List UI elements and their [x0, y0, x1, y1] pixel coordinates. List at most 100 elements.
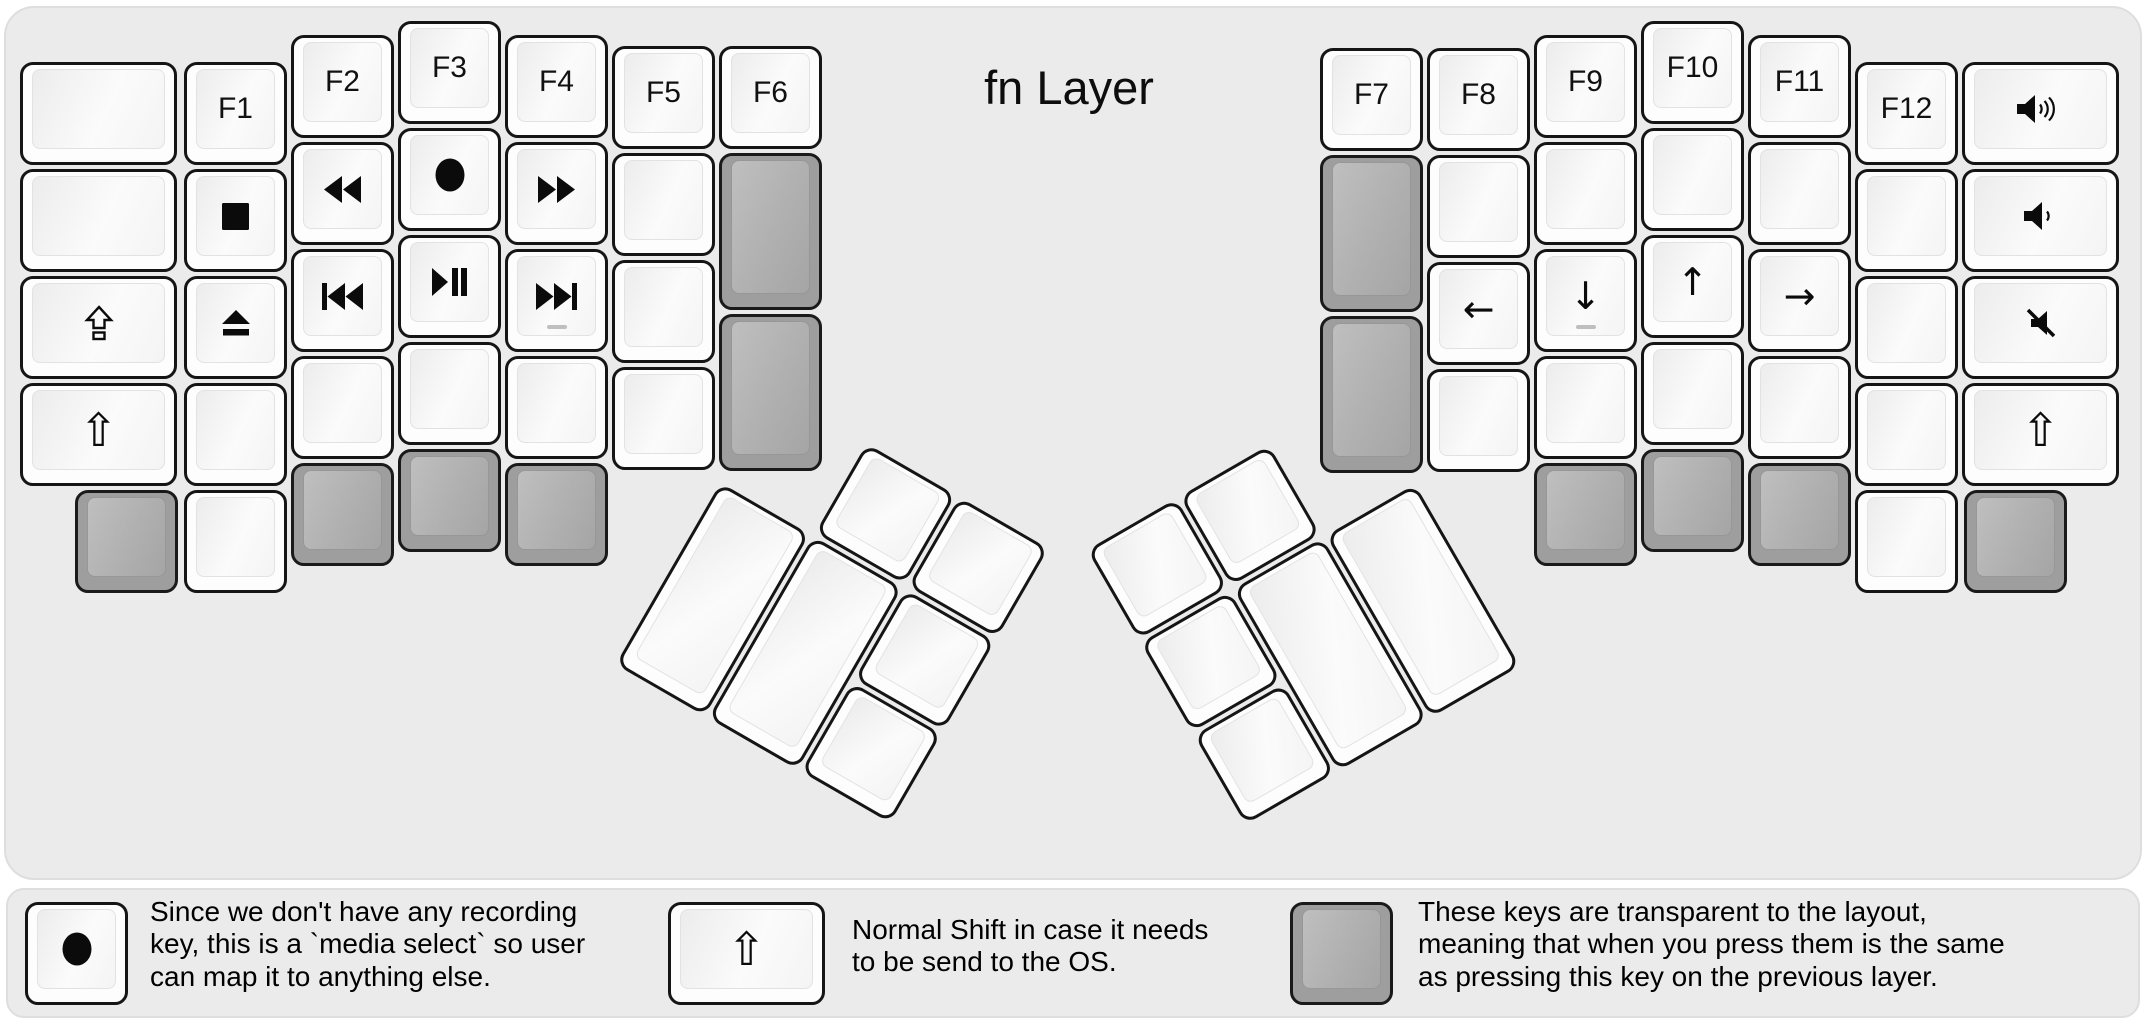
playpause-icon: [432, 268, 467, 296]
keycap-face: [32, 176, 165, 256]
keycap-face: F8: [1439, 55, 1518, 135]
keycap-face: [196, 390, 275, 470]
keycap-face: [1974, 283, 2107, 363]
keycap-face: [410, 456, 489, 536]
keycap-face: [1546, 363, 1625, 443]
keycap-face: [1760, 470, 1839, 550]
keycap-face: [1974, 69, 2107, 149]
arrow-up-icon: ↑: [1676, 260, 1709, 304]
keycap-face: [410, 242, 489, 322]
key-f1: F1: [184, 62, 287, 165]
key-f5: F5: [612, 46, 715, 149]
key-blank: [1534, 142, 1637, 245]
key-fast-forward: [505, 142, 608, 245]
key-label: F2: [324, 65, 360, 98]
key-f3: F3: [398, 21, 501, 124]
key-transparent: [1964, 490, 2067, 593]
keycap-face: F9: [1546, 42, 1625, 122]
key-transparent: [291, 463, 394, 566]
key-label: F3: [431, 51, 467, 84]
keycap-face: [303, 470, 382, 550]
legend-media-select-key: [25, 902, 128, 1005]
legend-transparent-key: [1290, 902, 1393, 1005]
arrow-down-icon: ↓: [1569, 274, 1602, 318]
keycap-face: [517, 470, 596, 550]
keycap-face: F12: [1867, 69, 1946, 149]
keycap-face: [1867, 390, 1946, 470]
keycap-face: [624, 374, 703, 454]
keycap-face: [1760, 363, 1839, 443]
key-blank: [20, 169, 177, 272]
key-transparent: [1534, 463, 1637, 566]
keycap-face: [517, 149, 596, 229]
key-blank: [20, 62, 177, 165]
keycap-face: [1546, 149, 1625, 229]
key-blank: [1427, 369, 1530, 472]
keycap-face: [624, 267, 703, 347]
key-shift-right: ⇧: [1962, 383, 2119, 486]
key-f10: F10: [1641, 21, 1744, 124]
keycap-face: [32, 69, 165, 149]
keycap-face: [1867, 176, 1946, 256]
keycap-face: [1653, 135, 1732, 215]
legend-text-transparent-keys: These keys are transparent to the layout…: [1418, 896, 2005, 992]
arrow-right-icon: →: [1783, 274, 1816, 318]
key-volume-down: [1962, 169, 2119, 272]
prev-icon: [322, 282, 363, 310]
key-blank: [1641, 128, 1744, 231]
key-transparent: [1641, 449, 1744, 552]
keycap-face: F11: [1760, 42, 1839, 122]
keycap-face: [196, 283, 275, 363]
keycap-face: [1760, 149, 1839, 229]
key-label: F1: [217, 92, 253, 125]
keycap-face: [731, 321, 810, 455]
key-arrow-right: →: [1748, 249, 1851, 352]
key-blank: [1855, 276, 1958, 379]
key-next-track: [505, 249, 608, 352]
legend-text-media-select: Since we don't have any recording key, t…: [150, 896, 586, 992]
keycap-face: [731, 160, 810, 294]
key-blank: [1748, 142, 1851, 245]
key-shift-left: ⇧: [20, 383, 177, 486]
keycap-face: [1546, 470, 1625, 550]
key-label: F12: [1880, 92, 1933, 125]
volup-icon: [2016, 94, 2065, 124]
layer-title: fn Layer: [984, 61, 1154, 114]
shift-icon: ⇧: [2021, 403, 2060, 457]
keycap-face: ↓: [1546, 256, 1625, 336]
key-prev-track: [291, 249, 394, 352]
key-blank: [1427, 155, 1530, 258]
key-blank: [612, 367, 715, 470]
keycap-face: [37, 909, 116, 989]
homing-dash: [546, 325, 567, 329]
keycap-face: [517, 256, 596, 336]
legend-shift-key: ⇧: [668, 902, 825, 1005]
key-arrow-down: ↓: [1534, 249, 1637, 352]
key-play-pause: [398, 235, 501, 338]
legend-text-normal-shift: Normal Shift in case it needs to be send…: [852, 914, 1209, 978]
keycap-face: F4: [517, 42, 596, 122]
keycap-face: F7: [1332, 55, 1411, 135]
keycap-face: ↑: [1653, 242, 1732, 322]
caps-icon: [83, 305, 115, 341]
keycap-face: [1439, 162, 1518, 242]
record-icon: [434, 157, 466, 193]
keycap-face: [1653, 456, 1732, 536]
key-f6: F6: [719, 46, 822, 149]
keycap-face: [1867, 497, 1946, 577]
keycap-face: [1976, 497, 2055, 577]
keycap-face: F1: [196, 69, 275, 149]
keycap-face: ⇧: [1974, 390, 2107, 470]
key-blank: [1641, 342, 1744, 445]
key-label: F6: [752, 76, 788, 109]
key-blank: [612, 260, 715, 363]
key-record: [398, 128, 501, 231]
key-blank: [1855, 383, 1958, 486]
eject-icon: [220, 309, 252, 337]
keycap-face: [1974, 176, 2107, 256]
key-arrow-up: ↑: [1641, 235, 1744, 338]
keycap-face: [196, 497, 275, 577]
keycap-face: ←: [1439, 269, 1518, 349]
keycap-face: F3: [410, 28, 489, 108]
key-mute: [1962, 276, 2119, 379]
